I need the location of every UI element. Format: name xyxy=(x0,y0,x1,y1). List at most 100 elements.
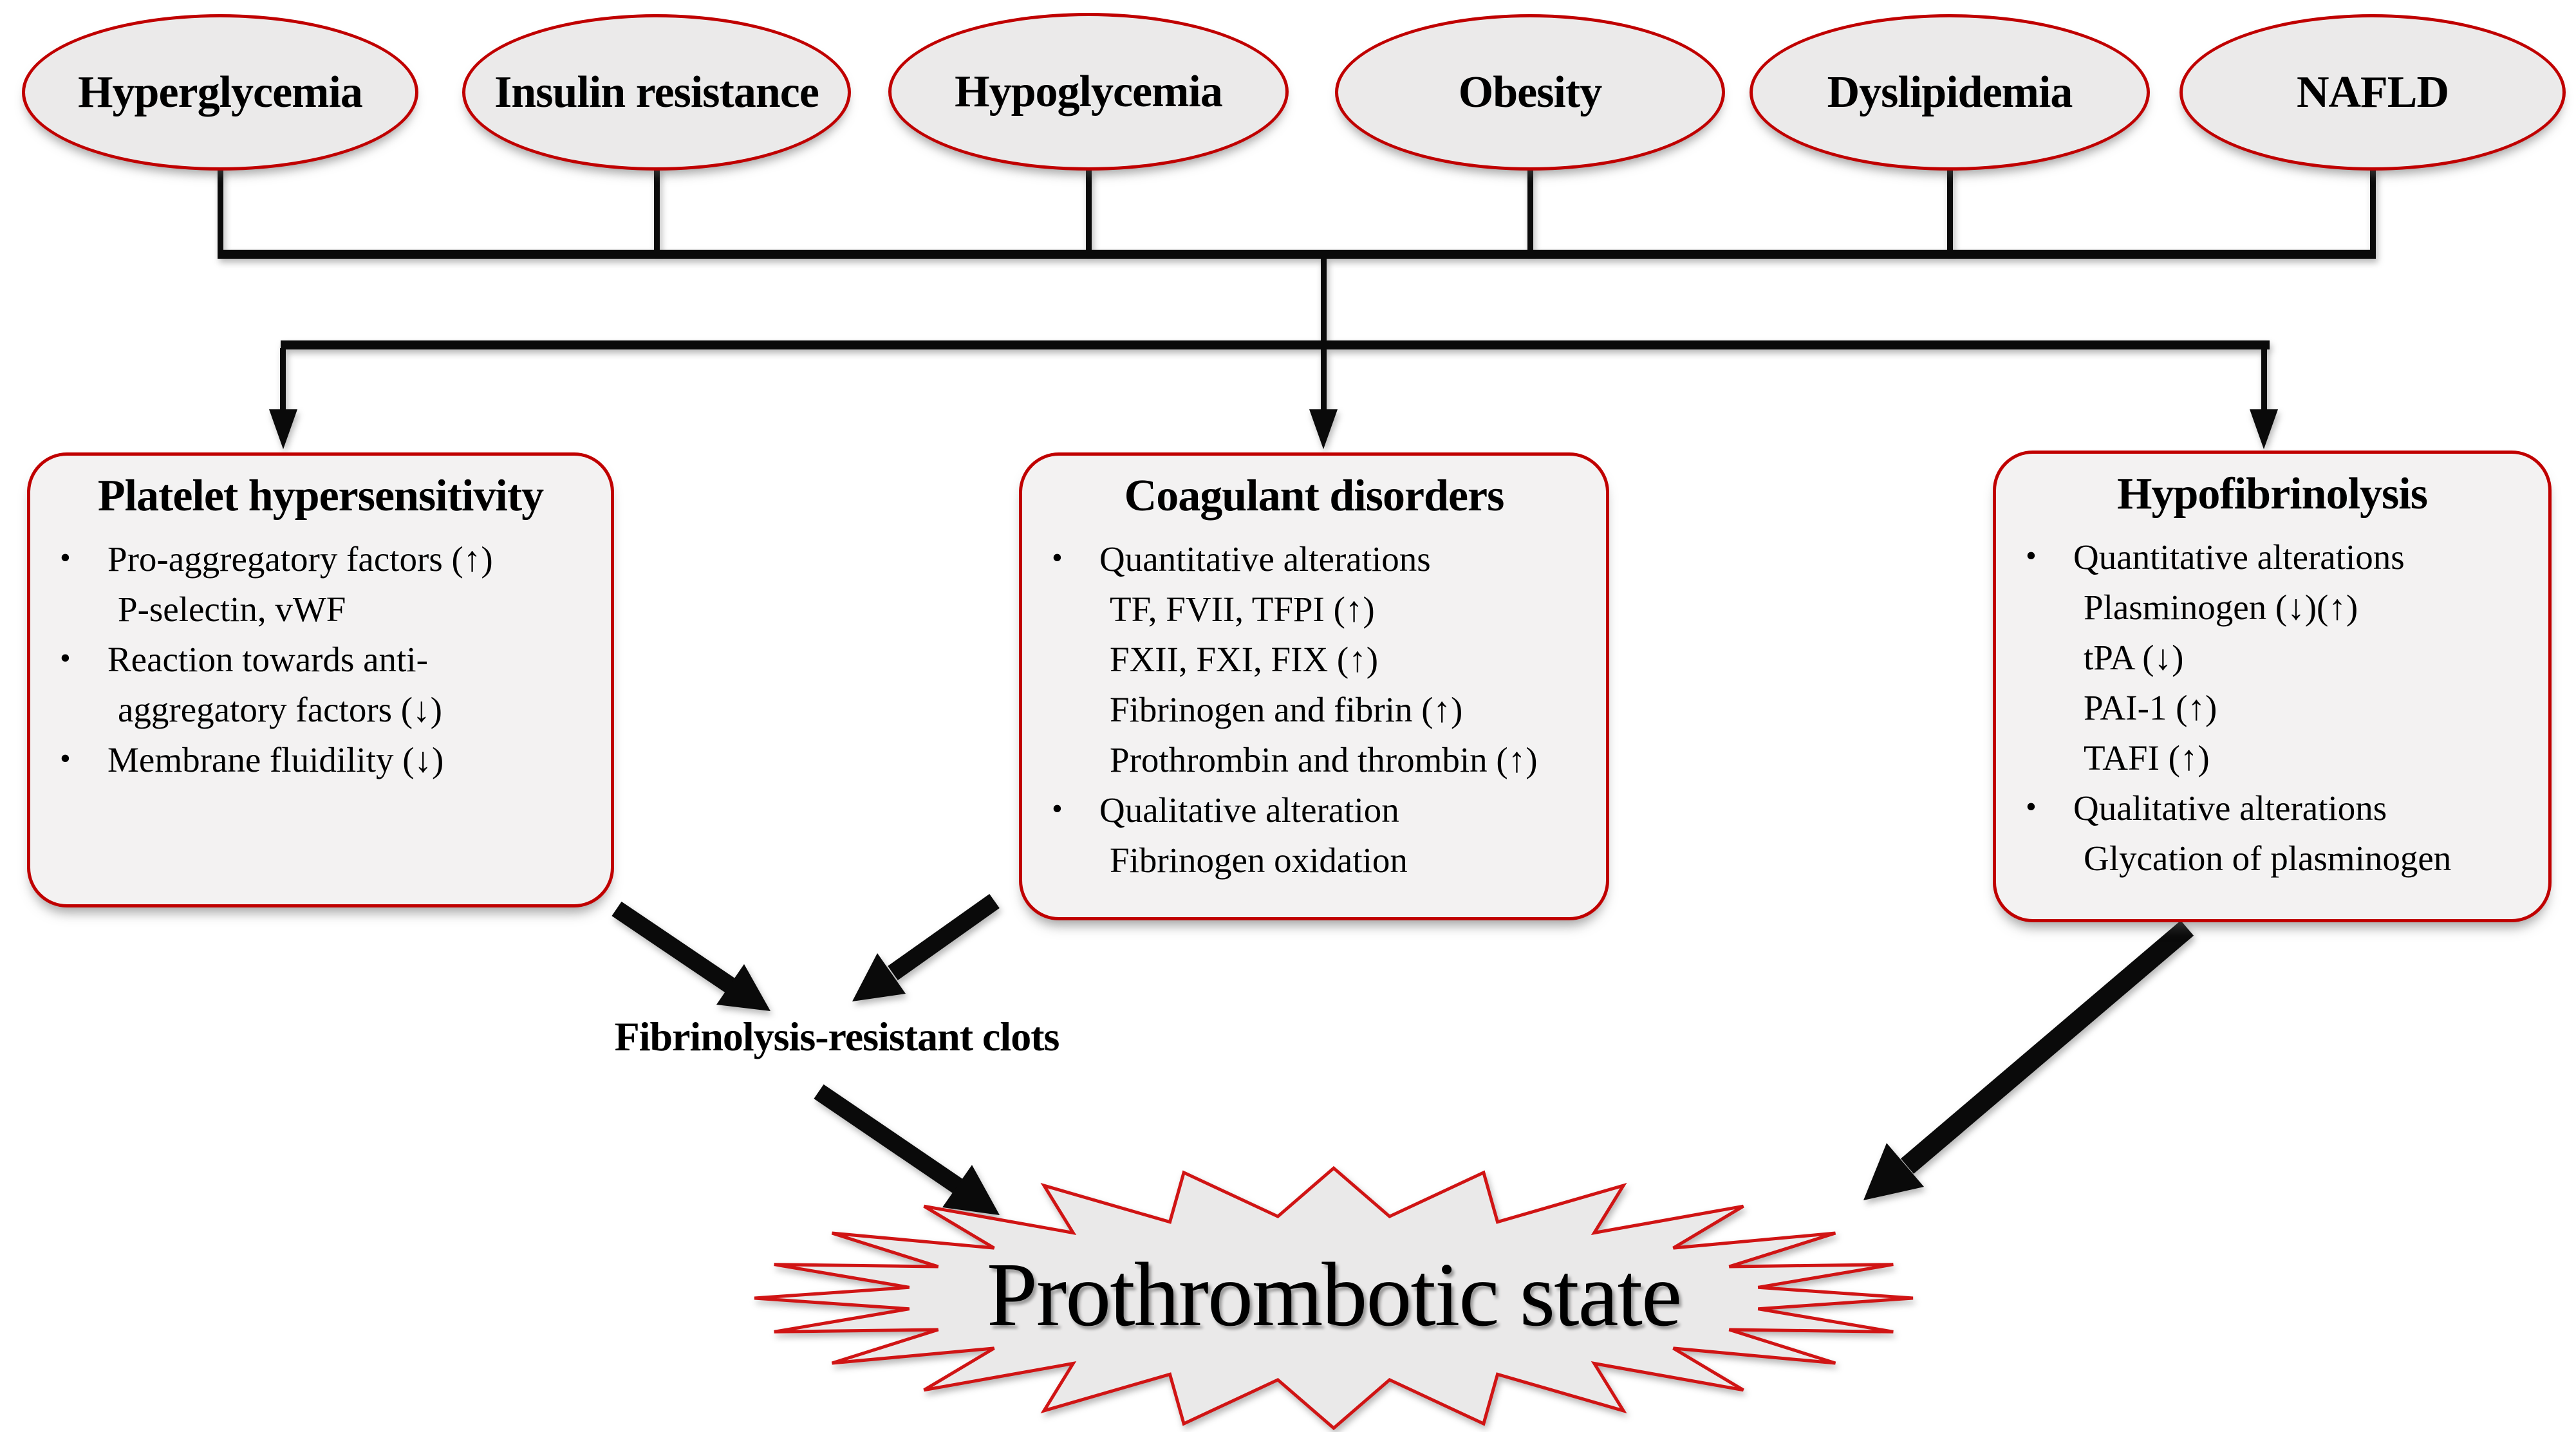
list-line-text: Quantitative alterations xyxy=(1099,539,1431,579)
arrow-head-icon xyxy=(1863,1143,1924,1200)
ellipse-label: Obesity xyxy=(1458,67,1602,117)
down-arrow-shaft xyxy=(280,348,286,413)
fibrinolysis-resistant-clots-label: Fibrinolysis-resistant clots xyxy=(614,1014,1060,1059)
list-line: Fibrinogen oxidation xyxy=(1022,835,1606,886)
list-line-text: PAI-1 (↑) xyxy=(2084,688,2217,727)
arrow-clots-to-outcome xyxy=(814,1084,963,1194)
stem-line xyxy=(654,167,660,254)
list-item: • Reaction towards anti-aggregatory facto… xyxy=(30,635,611,735)
list-line-bulleted: • Qualitative alterations xyxy=(1996,783,2548,833)
list-line-text: Membrane fluidility (↓) xyxy=(107,740,444,779)
ellipse-nafld: NAFLD xyxy=(2179,14,2566,171)
ellipse-label: Hypoglycemia xyxy=(955,66,1223,116)
list-line-text: Plasminogen (↓)(↑) xyxy=(2084,588,2358,627)
list-line-text: Qualitative alterations xyxy=(2073,788,2387,828)
list-line-text: Fibrinogen and fibrin (↑) xyxy=(1110,690,1463,729)
ellipse-label: Dyslipidemia xyxy=(1827,67,2073,117)
list-line-text: Prothrombin and thrombin (↑) xyxy=(1110,740,1538,779)
prothrombotic-state-label: Prothrombotic state xyxy=(986,1243,1682,1345)
bullet-icon: • xyxy=(1052,541,1063,575)
list-line: aggregatory factors (↓) xyxy=(30,685,611,735)
list-line-text: TAFI (↑) xyxy=(2084,738,2210,777)
down-arrow-shaft xyxy=(2261,348,2267,413)
stem-line xyxy=(218,167,223,254)
ellipse-dyslipidemia: Dyslipidemia xyxy=(1750,14,2150,171)
list-line-bulleted: • Reaction towards anti- xyxy=(30,635,611,685)
down-arrow-head-icon xyxy=(2250,409,2278,449)
list-line: Fibrinogen and fibrin (↑) xyxy=(1022,685,1606,735)
list-line-text: aggregatory factors (↓) xyxy=(118,690,442,729)
list-line-text: tPA (↓) xyxy=(2084,638,2184,677)
bullet-icon: • xyxy=(60,541,71,575)
list-line-bulleted: • Qualitative alteration xyxy=(1022,785,1606,835)
ellipse-label: NAFLD xyxy=(2296,67,2449,117)
down-arrow-shaft xyxy=(1321,348,1327,413)
stem-line xyxy=(2370,167,2376,254)
distributor-bar xyxy=(281,340,2270,349)
list-line-text: P-selectin, vWF xyxy=(118,590,346,629)
arrow-head-icon xyxy=(716,964,770,1011)
arrow-coagulant-to-clots xyxy=(888,893,1000,981)
ellipse-label: Hyperglycemia xyxy=(78,67,363,117)
list-line-text: Pro-aggregatory factors (↑) xyxy=(107,539,493,579)
list-line: PAI-1 (↑) xyxy=(1996,683,2548,733)
arrow-platelet-to-clots xyxy=(611,901,739,996)
bullet-icon: • xyxy=(1052,792,1063,826)
box-hypofibrinolysis: Hypofibrinolysis • Quantitative alteratio… xyxy=(1993,451,2552,922)
list-line: Plasminogen (↓)(↑) xyxy=(1996,582,2548,633)
bullet-icon: • xyxy=(2026,539,2037,573)
bullet-icon: • xyxy=(2026,790,2037,824)
down-arrow-head-icon xyxy=(1309,409,1338,449)
list-line-text: TF, FVII, TFPI (↑) xyxy=(1110,590,1375,629)
list-line: tPA (↓) xyxy=(1996,633,2548,683)
list-line: FXII, FXI, FIX (↑) xyxy=(1022,635,1606,685)
stem-line xyxy=(1527,167,1533,254)
list-line-bulleted: • Membrane fluidility (↓) xyxy=(30,735,611,785)
arrow-head-icon xyxy=(942,1165,1000,1215)
ellipse-insulin-resistance: Insulin resistance xyxy=(462,14,851,171)
ellipse-label: Insulin resistance xyxy=(494,67,819,117)
arrow-hypofibrinolysis-to-outcome xyxy=(1900,920,2194,1174)
list-line-text: Reaction towards anti- xyxy=(107,640,428,679)
starburst-shape xyxy=(754,1166,1914,1431)
list-line-text: FXII, FXI, FIX (↑) xyxy=(1110,640,1379,679)
list-line-text: Glycation of plasminogen xyxy=(2084,839,2452,878)
box-title: Platelet hypersensitivity xyxy=(97,471,544,521)
list-line-bulleted: • Quantitative alterations xyxy=(1022,534,1606,584)
list-line: Glycation of plasminogen xyxy=(1996,833,2548,884)
list-line: TF, FVII, TFPI (↑) xyxy=(1022,584,1606,635)
center-drop-line xyxy=(1321,255,1327,345)
list-line-bulleted: • Pro-aggregatory factors (↑) xyxy=(30,534,611,584)
list-line: TAFI (↑) xyxy=(1996,733,2548,783)
list-item: • Membrane fluidility (↓) xyxy=(30,735,611,785)
box-platelet-hypersensitivity: Platelet hypersensitivity • Pro-aggregato… xyxy=(27,452,614,907)
list-line-bulleted: • Quantitative alterations xyxy=(1996,532,2548,582)
collector-bar-top xyxy=(218,250,2376,259)
ellipse-obesity: Obesity xyxy=(1335,14,1725,171)
ellipse-hyperglycemia: Hyperglycemia xyxy=(22,14,418,171)
bullet-icon: • xyxy=(60,741,71,776)
bullet-list: • Pro-aggregatory factors (↑) P-selectin, … xyxy=(30,534,611,785)
box-title: Coagulant disorders xyxy=(1124,471,1505,521)
down-arrow-head-icon xyxy=(269,409,297,449)
bullet-icon: • xyxy=(60,641,71,675)
list-line: Prothrombin and thrombin (↑) xyxy=(1022,735,1606,785)
list-line-text: Fibrinogen oxidation xyxy=(1110,841,1408,880)
stem-line xyxy=(1086,169,1092,254)
box-title: Hypofibrinolysis xyxy=(2117,469,2428,519)
list-line-text: Qualitative alteration xyxy=(1099,790,1399,830)
list-line-text: Quantitative alterations xyxy=(2073,537,2405,577)
stem-line xyxy=(1947,167,1953,254)
list-item: • Pro-aggregatory factors (↑) P-selectin, … xyxy=(30,534,611,635)
list-line: P-selectin, vWF xyxy=(30,584,611,635)
ellipse-hypoglycemia: Hypoglycemia xyxy=(888,13,1289,171)
arrow-head-icon xyxy=(852,953,906,1001)
